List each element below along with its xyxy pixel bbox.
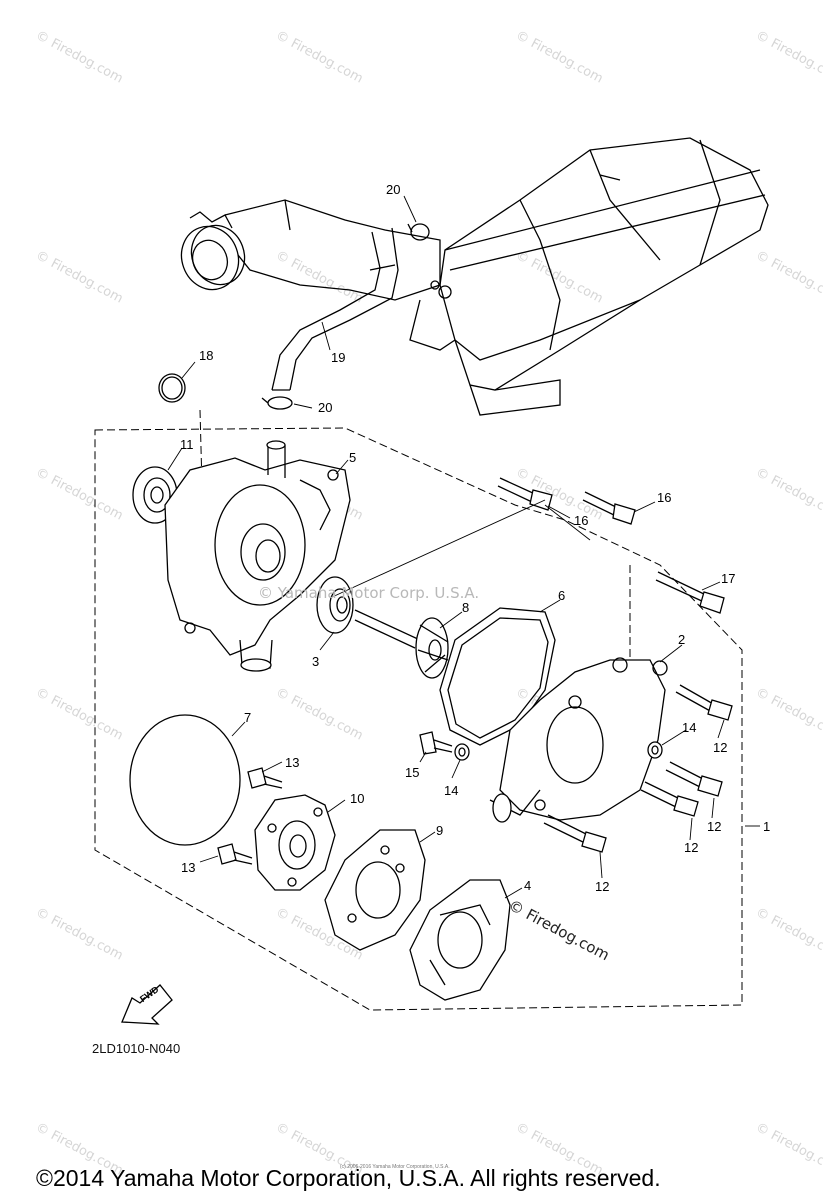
part-label-1: 1 (763, 819, 770, 834)
part-label-2: 2 (678, 632, 685, 647)
hose-clip-upper (407, 223, 430, 241)
small-copyright: (c) 2006-2016 Yamaha Motor Corporation, … (340, 1164, 450, 1170)
part-label-12: 12 (713, 740, 727, 755)
bolt-12-b (665, 761, 723, 797)
air-filter-case (409, 137, 769, 416)
plate-4 (409, 879, 511, 1001)
diagram-code: 2LD1010-N040 (92, 1041, 181, 1056)
part-label-11: 11 (180, 437, 194, 452)
part-label-10: 10 (350, 791, 364, 806)
o-ring-18-inner (161, 376, 183, 400)
washer-14-right (647, 741, 663, 759)
washer-14-left (454, 743, 470, 761)
fwd-arrow (121, 984, 173, 1025)
part-label-17: 17 (721, 571, 735, 586)
part-label-14: 14 (682, 720, 696, 735)
yamaha-watermark: © Yamaha Motor Corp. U.S.A. (258, 584, 480, 602)
pump-cover-2 (489, 657, 668, 823)
copyright-notice: ©2014 Yamaha Motor Corporation, U.S.A. A… (36, 1165, 661, 1191)
part-label-5: 5 (349, 450, 356, 465)
gasket-9 (324, 829, 426, 951)
assembly-boundary (94, 427, 743, 1011)
part-label-13: 13 (285, 755, 299, 770)
bolt-12-d (543, 814, 607, 853)
o-ring-7 (129, 714, 241, 846)
bolt-16-b (582, 491, 636, 525)
part-label-13: 13 (181, 860, 195, 875)
leader-lines (167, 195, 760, 899)
part-label-8: 8 (462, 600, 469, 615)
bolt-17 (655, 571, 725, 614)
pump-housing-5 (164, 440, 351, 672)
part-label-12: 12 (595, 879, 609, 894)
part-label-7: 7 (244, 710, 251, 725)
o-ring-18 (158, 373, 186, 403)
bolt-12-c (640, 781, 699, 817)
bolt-13-lower (217, 843, 253, 865)
part-label-12: 12 (684, 840, 698, 855)
impeller-8 (354, 609, 449, 679)
bolt-13-upper (247, 767, 283, 789)
part-label-6: 6 (558, 588, 565, 603)
bearing-3 (316, 576, 354, 634)
part-label-19: 19 (331, 350, 345, 365)
part-label-18: 18 (199, 348, 213, 363)
part-label-9: 9 (436, 823, 443, 838)
part-label-12: 12 (707, 819, 721, 834)
part-label-3: 3 (312, 654, 319, 669)
bolt-12-a (675, 684, 733, 721)
intake-duct (180, 199, 441, 301)
hose-19 (271, 227, 399, 391)
part-label-20: 20 (386, 182, 400, 197)
part-label-15: 15 (405, 765, 419, 780)
gasket-6 (439, 607, 556, 746)
bolt-16-a (497, 477, 553, 511)
hose-clip-lower (261, 396, 293, 410)
part-label-20: 20 (318, 400, 332, 415)
part-label-16: 16 (657, 490, 671, 505)
bolt-15 (419, 731, 453, 755)
plate-10 (254, 794, 336, 891)
part-label-14: 14 (444, 783, 458, 798)
part-label-16: 16 (574, 513, 588, 528)
part-label-4: 4 (524, 878, 531, 893)
